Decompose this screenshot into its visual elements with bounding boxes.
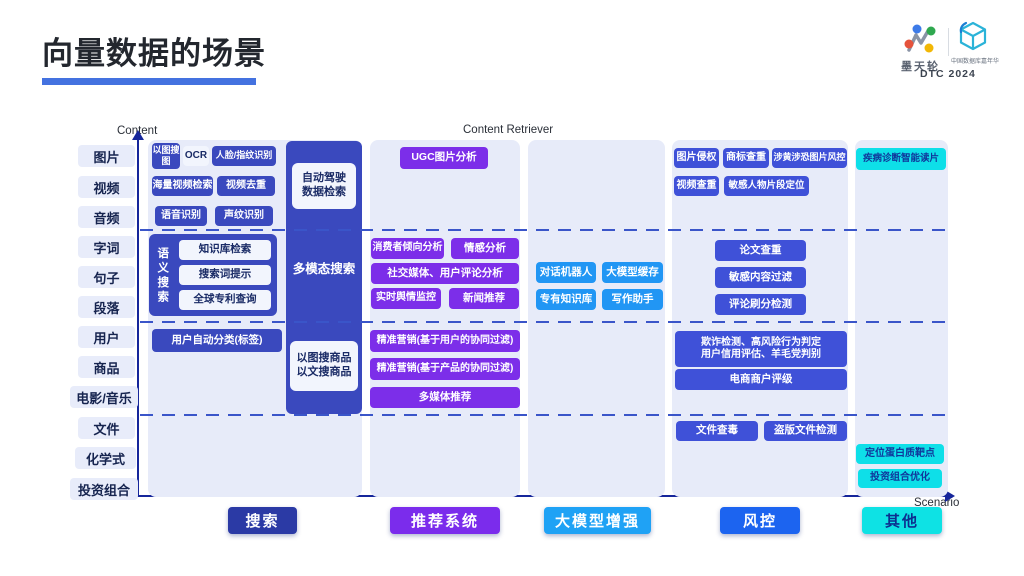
motianlun-logo-text: 墨天轮 [901,61,940,73]
box-kb-retrieval: 知识库检索 [179,240,271,260]
box-opinion-monitor: 实时舆情监控 [371,288,441,309]
box-llm-cache: 大模型缓存 [602,262,663,283]
row-label-image: 图片 [78,145,135,167]
x-axis-arrow [945,490,955,502]
box-ugc-image-analysis: UGC图片分析 [400,147,488,169]
box-review-manipulation: 评论刷分检测 [715,294,806,315]
band-divider-3 [140,414,952,416]
box-search-suggest: 搜索词提示 [179,265,271,285]
row-label-movie-music: 电影/音乐 [70,386,138,408]
box-protein-target: 定位蛋白质靶点 [856,444,944,464]
box-sensitive-person: 敏感人物片段定位 [724,176,809,196]
box-fraud-detection: 欺诈检测、高风险行为判定 用户信用评估、羊毛党判别 [675,331,847,367]
row-label-product: 商品 [78,356,135,378]
dtc-logo-text: 中国数据库嘉年华 [951,59,1000,65]
event-name: DTC 2024 [920,68,976,80]
row-label-paragraph: 段落 [78,296,135,318]
box-multimedia-recommend: 多媒体推荐 [370,387,520,408]
box-news-recommend: 新闻推荐 [449,288,519,309]
dtc-logo-icon [957,20,989,57]
box-consumer-analysis: 消费者倾向分析 [371,238,444,259]
box-ocr: OCR [183,146,209,166]
box-speech-recognition: 语音识别 [155,206,207,226]
box-content-filter: 敏感内容过滤 [715,267,806,288]
row-label-video: 视频 [78,176,135,198]
band-divider-1 [140,229,952,231]
band-divider-2 [140,321,952,323]
box-portfolio-optimization: 投资组合优化 [858,469,942,488]
box-porn-terror-risk: 涉黄涉恐图片风控 [772,148,847,168]
row-label-audio: 音频 [78,206,135,228]
panel-recommend [370,140,520,497]
box-image-infringement: 图片侵权 [674,148,719,168]
box-disease-diagnosis: 疾病诊断智能读片 [856,148,946,170]
box-file-virus-scan: 文件查毒 [676,421,758,441]
box-marketing-user-cf: 精准营销(基于用户的协同过滤) [370,330,520,352]
box-user-classify: 用户自动分类(标签) [152,329,282,352]
scenario-tag-risk: 风控 [720,507,800,534]
y-axis [137,139,139,497]
box-private-kb: 专有知识库 [536,289,596,310]
title-underline [42,78,256,85]
scenario-tag-other: 其他 [862,507,942,534]
box-trademark-check: 商标查重 [723,148,769,168]
box-marketing-item-cf: 精准营销(基于产品的协同过滤) [370,358,520,380]
content-retriever-label: Content Retriever [463,124,554,136]
scenario-tag-recommend: 推荐系统 [390,507,500,534]
box-video-retrieval: 海量视频检索 [152,176,213,196]
y-axis-arrow [132,130,144,140]
box-autodrive-retrieval: 自动驾驶 数据检索 [292,163,356,209]
box-product-search: 以图搜商品 以文搜商品 [290,341,358,391]
box-paper-check: 论文查重 [715,240,806,261]
row-label-chemical: 化学式 [75,447,136,469]
box-search-by-image: 以图搜图 [152,143,180,169]
scenario-tag-search: 搜索 [228,507,297,534]
panel-other [855,140,948,497]
box-writing-assistant: 写作助手 [602,289,663,310]
box-social-media-analysis: 社交媒体、用户评论分析 [371,263,519,284]
box-face-fingerprint: 人脸/指纹识别 [212,146,276,166]
multimodal-search-label: 多模态搜索 [292,262,356,277]
logo-divider [948,28,949,56]
box-patent-query: 全球专利查询 [179,290,271,310]
motianlun-logo-icon [902,22,938,63]
box-voiceprint: 声纹识别 [215,206,273,226]
semantic-search-label: 语义搜索 [156,247,169,305]
box-merchant-rating: 电商商户评级 [675,369,847,390]
box-video-check: 视频查重 [674,176,719,196]
row-label-word: 字词 [78,236,135,258]
row-label-file: 文件 [78,417,135,439]
box-pirate-file-detect: 盗版文件检测 [764,421,847,441]
row-label-user: 用户 [78,326,135,348]
panel-llm [528,140,665,497]
row-label-sentence: 句子 [78,266,135,288]
scenario-tag-llm: 大模型增强 [544,507,651,534]
row-label-portfolio: 投资组合 [70,478,138,500]
page-title: 向量数据的场景 [42,36,266,71]
box-sentiment-analysis: 情感分析 [451,238,519,259]
box-chatbot: 对话机器人 [536,262,596,283]
box-video-dedup: 视频去重 [217,176,275,196]
